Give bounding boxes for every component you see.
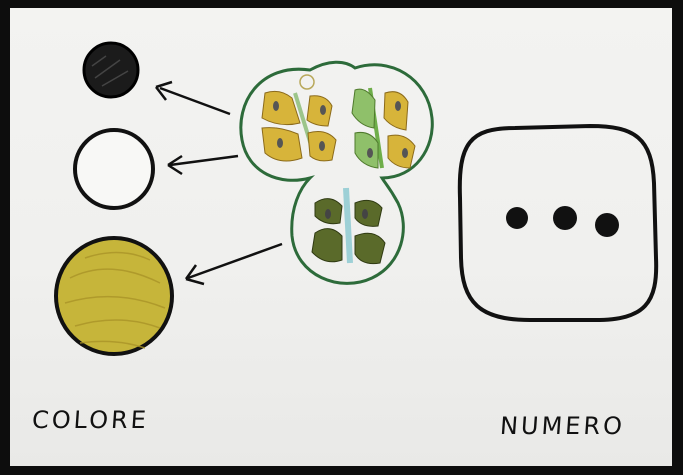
numero-label: NUMERO — [499, 412, 626, 440]
yellow-circle-icon — [56, 238, 172, 354]
arrow-icon — [186, 244, 282, 284]
bottom-insect — [312, 188, 385, 264]
arrow-icon — [156, 82, 230, 114]
arrow-icon — [168, 156, 238, 174]
dice-icon — [460, 126, 656, 320]
drawing-canvas — [10, 8, 672, 466]
dice-pip — [506, 207, 528, 229]
dice-pip — [553, 206, 577, 230]
white-circle-icon — [75, 130, 153, 208]
black-circle-icon — [84, 43, 138, 97]
right-insect — [352, 88, 415, 168]
left-insect — [262, 75, 336, 161]
colore-label: COLORE — [31, 406, 150, 434]
insects-drawing — [241, 62, 432, 283]
dice-pip — [595, 213, 619, 237]
paper-sheet: COLORE NUMERO — [10, 8, 672, 466]
